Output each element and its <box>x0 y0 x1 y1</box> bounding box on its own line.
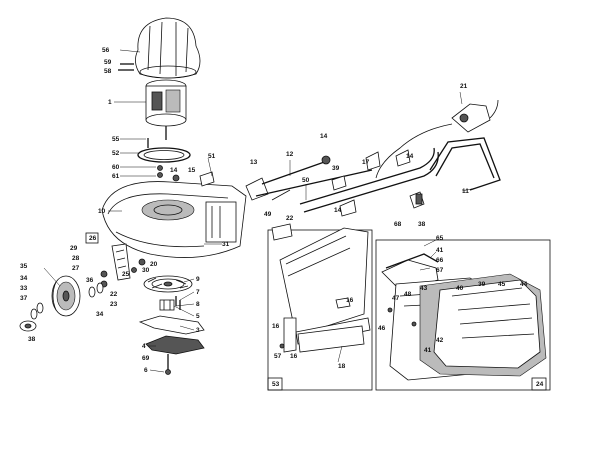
callout-38-handle: 38 <box>418 221 426 228</box>
callout-labels: 56 59 58 1 55 52 60 61 14 15 51 10 31 26… <box>20 47 544 388</box>
callout-35: 35 <box>20 263 28 270</box>
cover-screws <box>118 63 134 71</box>
callout-11: 11 <box>462 188 469 195</box>
callout-56: 56 <box>102 47 110 54</box>
motor-cover <box>135 17 201 79</box>
callout-36: 36 <box>86 277 94 284</box>
callout-60: 60 <box>112 164 120 171</box>
callout-14: 14 <box>170 167 178 174</box>
cutting-blade <box>138 315 205 375</box>
switch-and-cable <box>375 99 499 179</box>
handle-upper-loop <box>429 137 501 191</box>
callout-31: 31 <box>222 241 230 248</box>
callout-21: 21 <box>460 83 468 90</box>
callout-20: 20 <box>150 261 158 268</box>
callout-66: 66 <box>436 257 444 264</box>
handle-mid-section <box>299 147 439 217</box>
callout-29: 29 <box>70 245 78 252</box>
cooling-fan <box>143 275 193 293</box>
motor-mount-ring <box>137 138 191 178</box>
callout-46: 46 <box>378 325 386 332</box>
callout-13: 13 <box>250 159 258 166</box>
callout-12: 12 <box>286 151 294 158</box>
callout-23: 23 <box>110 301 118 308</box>
callout-17: 17 <box>362 159 370 166</box>
wheel-hardware <box>19 282 104 332</box>
callout-22: 22 <box>110 291 118 298</box>
callout-26: 26 <box>89 235 97 242</box>
callout-25: 25 <box>122 271 130 278</box>
callout-38: 38 <box>28 336 36 343</box>
callout-50: 50 <box>302 177 310 184</box>
callout-16-a: 16 <box>272 323 280 330</box>
callout-10: 10 <box>98 208 106 215</box>
callout-1: 1 <box>108 99 112 106</box>
leader-lines <box>43 49 477 373</box>
callout-34: 34 <box>20 275 28 282</box>
callout-48: 48 <box>404 291 412 298</box>
blade-adapter <box>159 296 181 311</box>
callout-28: 28 <box>72 255 80 262</box>
label-frames <box>85 232 547 391</box>
callout-49: 49 <box>264 211 272 218</box>
callout-47: 47 <box>392 295 400 302</box>
callout-37: 37 <box>20 295 28 302</box>
callout-51: 51 <box>208 153 216 160</box>
callout-7: 7 <box>196 289 200 296</box>
callout-33: 33 <box>20 285 28 292</box>
electric-motor <box>145 79 187 140</box>
callout-15: 15 <box>188 167 196 174</box>
discharge-chute-box <box>267 223 373 391</box>
callout-27: 27 <box>72 265 80 272</box>
callout-14-handle: 14 <box>334 207 342 214</box>
callout-43: 43 <box>420 285 428 292</box>
mower-deck <box>101 171 247 258</box>
callout-8: 8 <box>196 301 200 308</box>
callout-68: 68 <box>394 221 402 228</box>
callout-39: 39 <box>332 165 340 172</box>
callout-41-box: 41 <box>424 347 432 354</box>
callout-52: 52 <box>112 150 120 157</box>
callout-61: 61 <box>112 173 120 180</box>
callout-44: 44 <box>520 281 528 288</box>
callout-65: 65 <box>436 235 444 242</box>
callout-14-right: 14 <box>406 153 414 160</box>
callout-16-c: 16 <box>346 297 354 304</box>
callout-6: 6 <box>144 367 148 374</box>
callout-24: 24 <box>536 381 544 388</box>
callout-4: 4 <box>142 343 146 350</box>
front-wheel <box>51 275 81 317</box>
callout-14-upper: 14 <box>320 133 328 140</box>
handle-lower-tubes <box>245 155 373 201</box>
callout-55: 55 <box>112 136 120 143</box>
callout-67: 67 <box>436 267 444 274</box>
callout-57: 57 <box>274 353 282 360</box>
callout-22-chute: 22 <box>286 215 294 222</box>
callout-53: 53 <box>272 381 280 388</box>
callout-42: 42 <box>436 337 444 344</box>
callout-69: 69 <box>142 355 150 362</box>
callout-34-lower: 34 <box>96 311 104 318</box>
grass-catcher-box <box>375 239 551 391</box>
callout-18: 18 <box>338 363 346 370</box>
callout-3: 3 <box>196 327 200 334</box>
callout-41: 41 <box>436 247 444 254</box>
callout-30: 30 <box>142 267 150 274</box>
callout-16-b: 16 <box>290 353 298 360</box>
callout-58: 58 <box>104 68 112 75</box>
callout-9: 9 <box>196 276 200 283</box>
callout-5: 5 <box>196 313 200 320</box>
callout-59: 59 <box>104 59 112 66</box>
callout-45: 45 <box>498 281 506 288</box>
callout-39-box: 39 <box>478 281 486 288</box>
callout-40: 40 <box>456 285 464 292</box>
